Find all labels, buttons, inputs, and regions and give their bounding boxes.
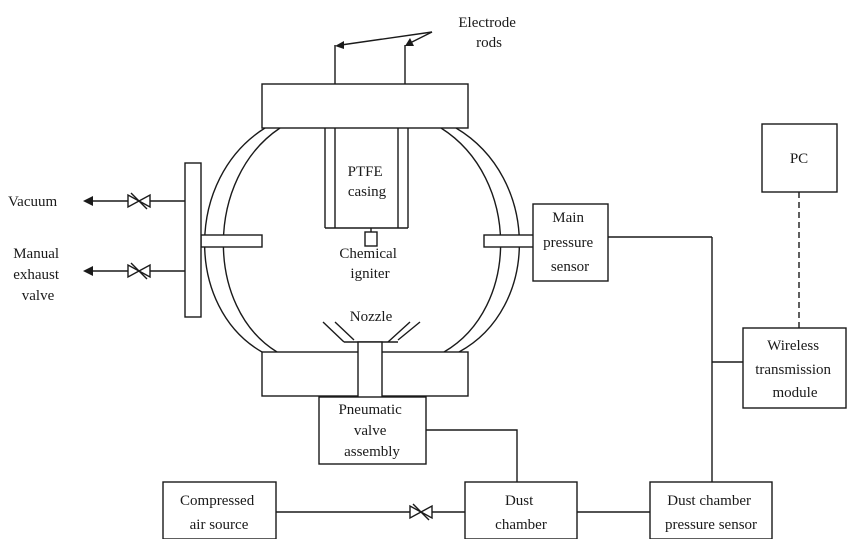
connections — [276, 192, 800, 521]
pc-box — [761, 123, 838, 193]
main-pressure-sensor-box — [532, 203, 609, 282]
manifold-plate — [184, 162, 202, 318]
vacuum-valve-icon — [127, 192, 151, 210]
compressed-air-box — [162, 481, 277, 540]
left-port — [200, 234, 263, 248]
pneumatic-valve-label: Pneumatic valve assembly — [338, 402, 405, 460]
wireless-module-box — [742, 327, 847, 409]
chemical-igniter-label: Chemical igniter — [339, 246, 400, 282]
nozzle-stem — [357, 341, 383, 399]
air-supply-valve-icon — [409, 503, 433, 521]
dust-chamber-box — [464, 481, 578, 540]
dust-chamber-label: Dust chamber — [495, 493, 547, 533]
chamber-top-flange — [261, 83, 469, 129]
exhaust-valve-icon — [127, 262, 151, 280]
chemical-igniter-shape — [364, 231, 378, 247]
compressed-air-label: Compressed air source — [180, 493, 258, 533]
ptfe-casing-label: PTFE casing — [348, 164, 387, 200]
manual-exhaust-valve-label: Manual exhaust valve — [13, 246, 63, 304]
vacuum-label: Vacuum — [8, 194, 57, 210]
nozzle-label: Nozzle — [350, 309, 393, 325]
pneumatic-valve-box — [318, 396, 427, 465]
electrode-assembly — [324, 31, 433, 247]
exhaust-arrow — [83, 266, 93, 276]
vacuum-arrow — [83, 196, 93, 206]
pc-label: PC — [790, 151, 808, 167]
dust-chamber-sensor-box — [649, 481, 773, 540]
main-pressure-sensor-label: Main pressure sensor — [543, 210, 597, 275]
wireless-module-label: Wireless transmission module — [755, 338, 835, 401]
electrode-rods-label: Electrode rods — [458, 15, 519, 51]
left-manifold — [83, 162, 202, 318]
dust-chamber-sensor-label: Dust chamber pressure sensor — [665, 493, 757, 533]
